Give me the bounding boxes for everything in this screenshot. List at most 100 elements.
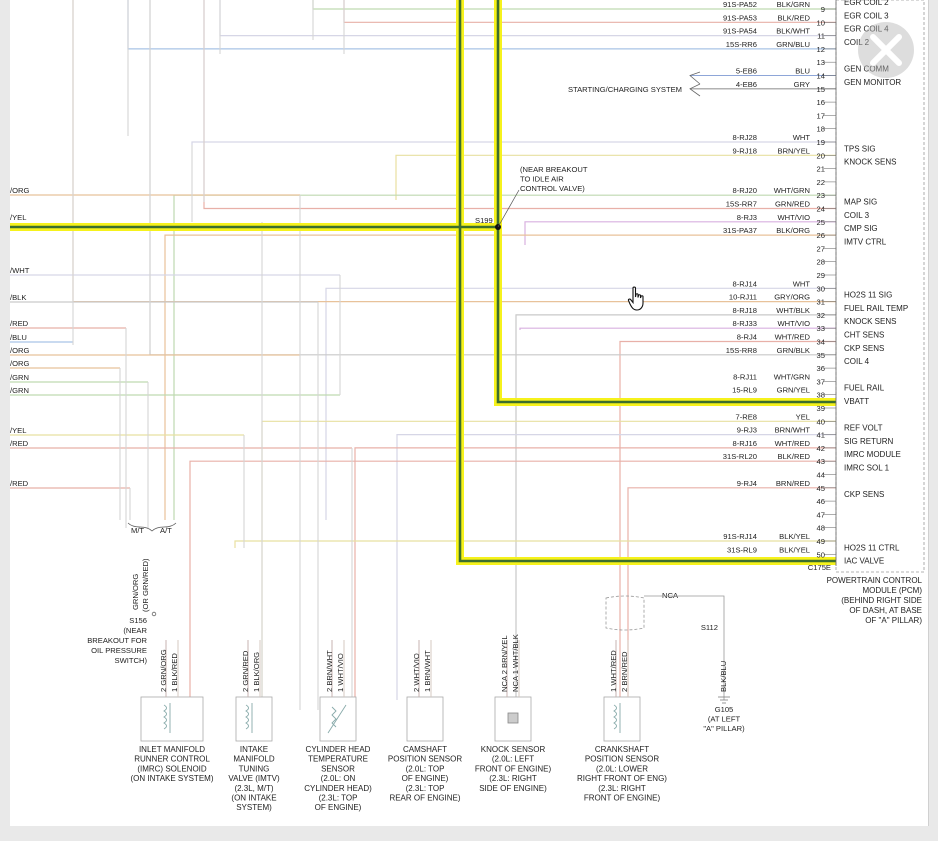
pin-number: 38 — [817, 391, 825, 400]
component-body — [140, 696, 204, 742]
wire-color-label: /ORG — [10, 346, 30, 355]
callout-line — [497, 189, 520, 228]
diagram-labels: 9101112131415161718192021222324252627282… — [10, 0, 923, 733]
pin-number: 43 — [817, 457, 825, 466]
wire-color: BRN/YEL — [778, 146, 811, 155]
mt-label: M/T — [131, 526, 144, 535]
wire-color-label: /BLK — [10, 293, 26, 302]
pin-number: 40 — [817, 417, 825, 426]
component-body — [406, 696, 444, 742]
circuit-id: 9-RJ3 — [737, 426, 757, 435]
circuit-id: 8-RJ11 — [733, 372, 757, 381]
ground-icon — [718, 696, 730, 704]
s156-note: BREAKOUT FOR — [87, 636, 147, 645]
component-caption: (2.3L: RIGHT — [489, 774, 537, 783]
wire-color-label: /ORG — [10, 359, 30, 368]
highlighted-circuit — [10, 0, 836, 565]
pin-number: 27 — [817, 244, 825, 253]
pin-signal-name: GEN MONITOR — [844, 78, 901, 87]
circuit-id: 15S-RR7 — [726, 200, 757, 209]
pin-signal-name: COIL 4 — [844, 357, 870, 366]
wire-color: WHT/GRN — [774, 372, 810, 381]
component-caption: CRANKSHAFT — [595, 745, 649, 754]
pin-signal-name: CMP SIG — [844, 224, 878, 233]
s156-note: (NEAR — [123, 626, 147, 635]
circuit-id: 8-RJ28 — [733, 133, 757, 142]
splice-label: S199 — [475, 216, 493, 225]
wire-color-label: /RED — [10, 319, 29, 328]
pin-number: 44 — [817, 471, 825, 480]
circuit-id: 15S-RR6 — [726, 40, 757, 49]
component-caption: SYSTEM) — [236, 803, 272, 812]
component-caption: REAR OF ENGINE) — [389, 794, 460, 803]
pin-signal-name: GEN COMM — [844, 65, 889, 74]
component-caption: (2.0L: TOP — [406, 764, 445, 773]
component-caption: (IMRC) SOLENOID — [137, 764, 207, 773]
pin-number: 17 — [817, 111, 825, 120]
circuit-id: 9-RJ18 — [733, 146, 757, 155]
pin-signal-name: KNOCK SENS — [844, 317, 896, 326]
pin-number: 22 — [817, 178, 825, 187]
at-label: A/T — [160, 526, 172, 535]
wire-color: BLK/ORG — [776, 226, 810, 235]
wire-color: WHT/GRN — [774, 186, 810, 195]
hand-pointer-icon — [627, 286, 647, 317]
wire-color: WHT/RED — [775, 439, 811, 448]
connector-arrow-icon — [689, 71, 701, 97]
pin-number: 10 — [817, 18, 825, 27]
wire — [395, 154, 836, 200]
bracket — [127, 522, 177, 532]
close-button[interactable] — [858, 22, 914, 78]
circuit-id: 31S-RL20 — [723, 452, 757, 461]
circuit-id: 91S-RJ14 — [723, 532, 757, 541]
component-caption: OF ENGINE) — [315, 803, 362, 812]
wire-color-label: /YEL — [10, 213, 26, 222]
component-caption: INLET MANIFOLD — [139, 745, 205, 754]
component-caption: MANIFOLD — [233, 755, 275, 764]
wire-color-label: /GRN — [10, 386, 29, 395]
pin-signal-name: IAC VALVE — [844, 557, 884, 566]
pin-number: 28 — [817, 258, 825, 267]
component-wire-label: 1 WHT/VIO — [336, 653, 345, 692]
component-wire-label: 2 BRN/RED — [620, 651, 629, 692]
circuit-id: 91S-PA54 — [723, 27, 757, 36]
wire-color: GRN/BLU — [776, 40, 810, 49]
component-caption: KNOCK SENSOR — [481, 745, 546, 754]
component-caption: (2.0L: LEFT — [492, 755, 534, 764]
thermistor-icon — [327, 704, 347, 734]
wire-color: BLK/YEL — [779, 532, 810, 541]
pin-signal-name: IMRC MODULE — [844, 450, 901, 459]
pin-signal-name: HO2S 11 CTRL — [844, 543, 900, 552]
wire-color: WHT/BLK — [776, 306, 810, 315]
pin-number: 34 — [817, 338, 825, 347]
highlight-wire — [496, 0, 836, 404]
component-wire-label: 2 BRN/WHT — [325, 650, 334, 692]
breakout-note: (NEAR BREAKOUT — [520, 165, 588, 174]
wire-color: BLK/GRN — [777, 0, 810, 9]
component-wire-label: 2 GRN/RED — [241, 650, 250, 692]
wire — [312, 0, 836, 10]
wire — [524, 221, 836, 245]
pin-number: 49 — [817, 537, 825, 546]
pin-number: 50 — [817, 550, 825, 559]
breakout-note: CONTROL VALVE) — [520, 184, 585, 193]
component-caption: SENSOR — [321, 764, 355, 773]
component-caption: (ON INTAKE SYSTEM) — [131, 774, 214, 783]
g105-ground: BLK/BLU — [719, 661, 728, 692]
circuit-id: 8-RJ3 — [737, 213, 757, 222]
pin-number: 12 — [817, 45, 825, 54]
component-caption: RIGHT FRONT OF ENG) — [577, 774, 667, 783]
circuit-id: 4-EB6 — [736, 80, 757, 89]
circuit-id: 5-EB6 — [736, 67, 757, 76]
wire-color: BRN/RED — [776, 479, 811, 488]
pin-number: 21 — [817, 165, 825, 174]
pin-number: 16 — [817, 98, 825, 107]
pcm-caption: OF DASH, AT BASE — [849, 606, 922, 615]
pin-number: 24 — [817, 205, 825, 214]
circuit-id: 9-RJ4 — [737, 479, 757, 488]
component-caption: POSITION SENSOR — [388, 755, 462, 764]
